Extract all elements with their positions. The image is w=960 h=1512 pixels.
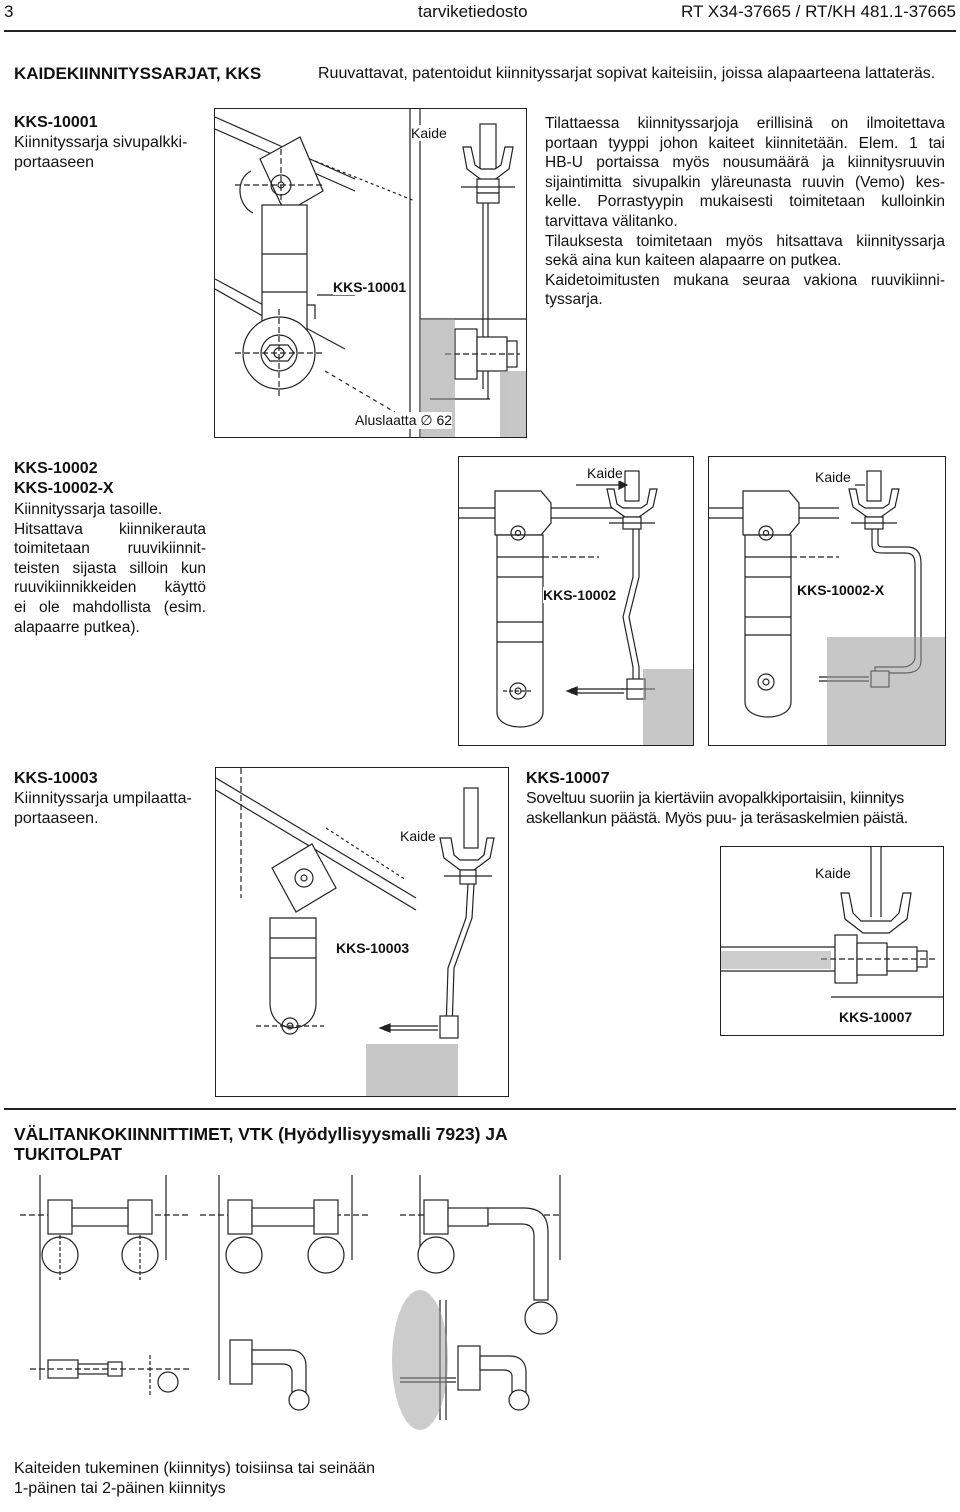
kks-10002-text-line: toimitetaan ruuvikiinnit- <box>14 540 206 558</box>
kks-10003-desc-line2: portaaseen. <box>14 810 99 827</box>
kks-10002-x-figure: Kaide KKS-10002-X <box>708 456 946 746</box>
kks-10002-label-code: KKS-10002 <box>543 587 617 603</box>
kks-10007-drawing <box>721 847 943 998</box>
kks-10001-label-washer: Aluslaatta ∅ 62 <box>355 412 453 429</box>
kks-10001-label-kaide: Kaide <box>411 125 447 141</box>
kks-10002-x-label-code: KKS-10002-X <box>797 582 885 598</box>
kks-10002-text-line: Hitsattava kiinnikerauta <box>14 520 206 538</box>
kks-10003-code: KKS-10003 <box>14 770 98 787</box>
kks-10001-text-line: sekä aina kun kaiteen alapaarre on putke… <box>545 252 842 270</box>
header-rule <box>4 30 956 32</box>
kks-10001-text-line: tarvittava välitanko. <box>545 212 678 230</box>
kks-10002-code: KKS-10002 <box>14 460 98 477</box>
kks-10002-x-label-kaide: Kaide <box>815 469 851 485</box>
kks-10002-text-line: ei ole mahdollista (esim. <box>14 598 206 616</box>
kks-10007-desc-line1: Soveltuu suoriin ja kiertäviin avopalkki… <box>526 790 904 807</box>
kks-10003-drawing <box>216 768 495 1096</box>
kks-10001-figure: Kaide KKS-10001 Aluslaatta ∅ 62 <box>214 108 527 438</box>
document-reference: RT X34-37665 / RT/KH 481.1-37665 <box>680 2 956 21</box>
kks-10002-x-drawing <box>709 470 945 745</box>
section-title-vtk-line2: TUKITOLPAT <box>14 1144 122 1164</box>
page-number: 3 <box>4 2 14 21</box>
kks-10002-description: Kiinnityssarja tasoille. Hitsattava kiin… <box>14 500 206 637</box>
section-title-kks: KAIDEKIINNITYSSARJAT, KKS <box>14 64 262 83</box>
kks-10001-text-line: sijaintimitta sivupalkin yläreunasta ruu… <box>545 173 945 191</box>
kks-10007-label-code: KKS-10007 <box>839 1009 913 1025</box>
kks-10001-text-line: kelle. Porrastyypin mukaisesti toimiteta… <box>545 193 945 211</box>
section-divider <box>4 1108 956 1110</box>
section-name: tarviketiedosto <box>418 2 528 21</box>
kks-10002-text-line: alapaarre putkea). <box>14 618 140 636</box>
kks-10001-text-line: Tilauksesta toimitetaan myös hitsattava … <box>545 232 945 250</box>
kks-10002-text-line: ruuvikiinnikkeiden käyttö <box>14 579 206 597</box>
kks-10001-text-line: Tilattaessa kiinnityssarjoja erillisinä … <box>545 115 945 132</box>
kks-10001-label-code: KKS-10001 <box>333 279 407 295</box>
kks-10003-label-code: KKS-10003 <box>336 940 410 956</box>
kks-10007-desc-line2: askellankun päästä. Myös puu- ja teräsas… <box>526 810 908 827</box>
kks-10003-label-kaide: Kaide <box>400 828 436 844</box>
kks-10002-drawing <box>459 470 693 745</box>
kks-10007-label-kaide: Kaide <box>815 865 851 881</box>
kks-10003-desc-line1: Kiinnityssarja umpilaatta- <box>14 790 192 807</box>
kks-10003-figure: Kaide KKS-10003 <box>215 767 509 1097</box>
kks-10002-label-kaide: Kaide <box>587 465 623 481</box>
kks-10001-code: KKS-10001 <box>14 114 98 131</box>
kks-10002-figure: Kaide KKS-10002 <box>458 456 694 746</box>
kks-10001-text-line: Kaidetoimitusten mukana seuraa vakiona r… <box>545 271 945 289</box>
section-subtitle-kks: Ruuvattavat, patentoidut kiinnityssarjat… <box>318 65 936 82</box>
kks-10001-text-line: tyssarja. <box>545 291 603 309</box>
vtk-caption-line1: Kaiteiden tukeminen (kiinnitys) toisiins… <box>14 1460 376 1477</box>
kks-10001-desc-line2: portaaseen <box>14 154 95 171</box>
kks-10001-text-line: portaan tyyppi johon kaiteet kiinnitetää… <box>545 134 945 152</box>
section-title-vtk-line1: VÄLITANKOKIINNITTIMET, VTK (Hyödyllisyys… <box>14 1124 508 1144</box>
kks-10001-description: Tilattaessa kiinnityssarjoja erillisinä … <box>545 114 945 310</box>
kks-10002-text-line: teisten sijasta silloin kun <box>14 559 206 577</box>
kks-10002-text-line: Kiinnityssarja tasoille. <box>14 501 163 518</box>
kks-10001-desc-line1: Kiinnityssarja sivupalkki- <box>14 134 188 151</box>
kks-10007-figure: Kaide KKS-10007 <box>720 846 944 1036</box>
kks-10001-text-line: HB-U portaissa myös nousumäärä ja kiinni… <box>545 154 945 172</box>
kks-10002-x-code: KKS-10002-X <box>14 480 114 497</box>
vtk-caption-line2: 1-päinen tai 2-päinen kiinnitys <box>14 1480 226 1497</box>
kks-10001-drawing <box>215 109 526 437</box>
kks-10007-code: KKS-10007 <box>526 770 610 787</box>
